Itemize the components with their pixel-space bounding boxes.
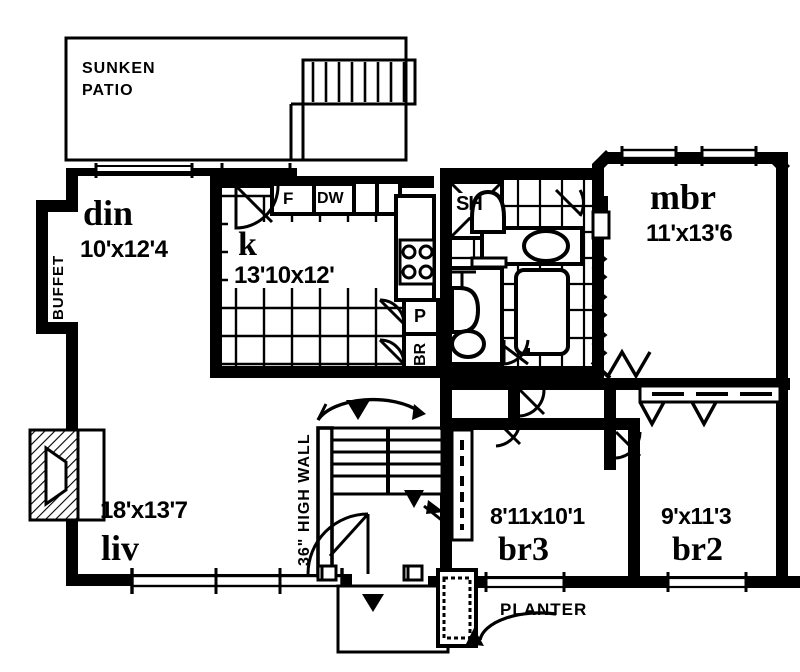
patio-label-line1: SUNKEN — [82, 60, 156, 77]
hall-top-wall — [440, 378, 520, 390]
br3-door — [494, 418, 522, 448]
kitchen-counter-top — [222, 176, 434, 230]
planter-arrow-down — [362, 594, 384, 612]
sunken-patio-outline — [64, 36, 408, 162]
hall-closet — [450, 428, 474, 542]
stair-direction-arrow — [346, 400, 370, 420]
patio-deck-steps — [289, 58, 417, 160]
kitchen-room-dimension: 13'10x12' — [234, 262, 335, 289]
kitchen-range — [394, 194, 436, 302]
br2-br3-divider — [628, 430, 640, 588]
master-closet — [590, 196, 652, 380]
hall-door-swing — [518, 388, 546, 418]
br3-room-name: br3 — [498, 531, 549, 568]
bedroom-windows — [484, 572, 748, 592]
br2-room-dimension: 9'x11'3 — [661, 503, 732, 529]
mbr-room-name: mbr — [650, 177, 716, 217]
staircase — [306, 397, 445, 582]
fireplace — [28, 428, 106, 522]
dining-room-dimension: 10'x12'4 — [80, 236, 168, 263]
dining-room-walls — [94, 163, 222, 378]
hall-top-wall-2 — [520, 378, 604, 390]
planter-callout-arrow — [466, 628, 484, 646]
kitchen-bottom-wall — [222, 366, 440, 378]
kitchen-room-name: k — [238, 226, 257, 263]
bathroom-block — [440, 168, 604, 378]
planter-box — [336, 568, 557, 654]
patio-label-line2: PATIO — [82, 82, 134, 99]
planter-label: PLANTER — [500, 600, 588, 619]
br2-room-name: br2 — [672, 531, 723, 568]
br3-top-wall — [440, 418, 628, 430]
dishwasher-label: DW — [317, 190, 344, 207]
hall-right-wall — [508, 378, 520, 418]
mbr-windows — [620, 146, 758, 166]
broom-closet-label: BR — [412, 342, 429, 366]
refrigerator-label: F — [283, 189, 294, 208]
high-wall-label: 36" HIGH WALL — [296, 433, 313, 566]
dining-room-name: din — [83, 193, 134, 233]
mbr-room-dimension: 11'x13'6 — [646, 220, 733, 247]
buffet-label: BUFFET — [50, 254, 67, 320]
pantry-broom-closets — [378, 298, 440, 372]
living-room-name: liv — [101, 528, 140, 568]
center-partition — [440, 378, 452, 430]
wall-ticks — [220, 163, 292, 180]
living-room-dimension: 18'x13'7 — [100, 497, 188, 524]
stair-direction-arrow-lower — [404, 490, 424, 508]
pantry-label: P — [414, 306, 427, 326]
br3-room-dimension: 8'11x10'1 — [490, 503, 585, 529]
shower-label: SH — [456, 193, 483, 215]
